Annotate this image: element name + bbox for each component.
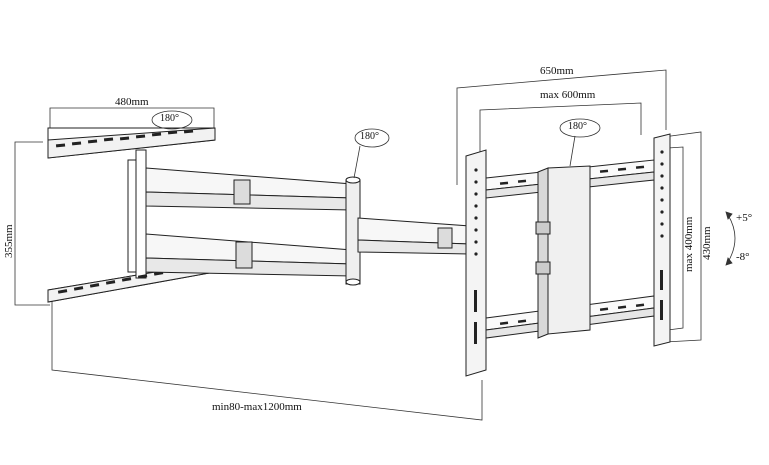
wall-height-label: 355mm (3, 224, 15, 258)
dimension-lines (14, 69, 702, 421)
tilt-down-label: -8° (736, 251, 750, 263)
vesa-inner-label: max 600mm (540, 89, 596, 101)
vesa-height-outer-label: 430mm (701, 226, 713, 260)
swing-arms (145, 167, 471, 286)
rotation-indicators (151, 110, 736, 266)
wall-plate (47, 127, 216, 303)
tv-bracket (465, 133, 671, 377)
tv-swivel-label: 180° (568, 121, 587, 132)
arm-swivel-label: 180° (360, 131, 379, 142)
wall-swivel-label: 180° (160, 113, 179, 124)
wall-width-label: 480mm (115, 96, 149, 108)
wall-swivel-ring (151, 110, 193, 130)
arm-swivel-ring (354, 128, 390, 148)
vesa-outer-label: 650mm (540, 65, 574, 77)
tv-swivel-ring (559, 118, 601, 138)
tilt-arc-icon (727, 214, 736, 263)
tilt-up-label: +5° (736, 212, 753, 224)
extension-label: min80-max1200mm (212, 401, 302, 413)
vesa-height-inner-label: max 400mm (683, 216, 695, 272)
